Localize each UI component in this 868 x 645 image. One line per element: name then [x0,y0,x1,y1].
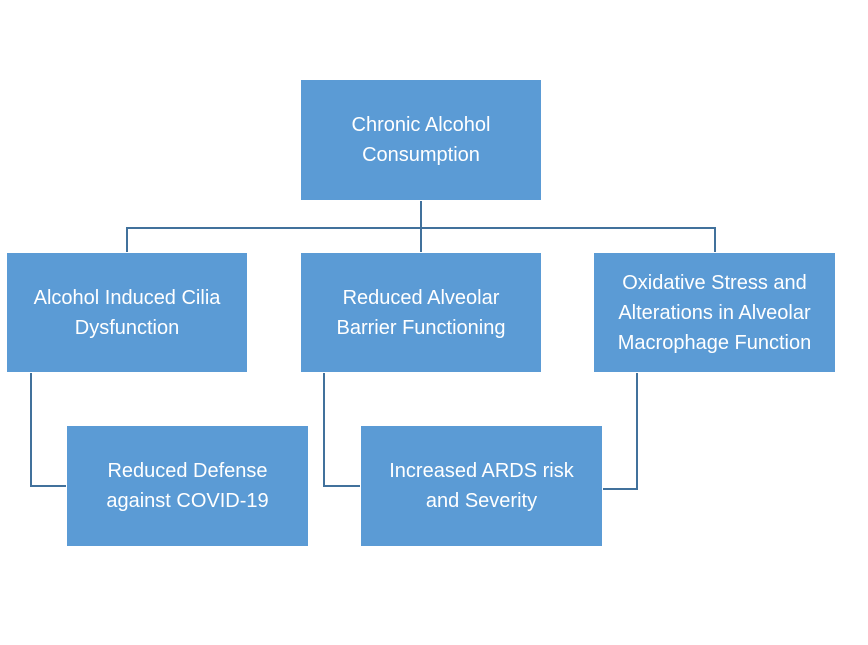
node-label: Oxidative Stress and Alterations in Alve… [617,271,812,354]
node-label: Reduced Defense against COVID-19 [106,460,269,512]
node-chronic-alcohol-consumption: Chronic Alcohol Consumption [300,79,542,201]
connector-root-to-oxidative [421,227,716,252]
node-label: Alcohol Induced Cilia Dysfunction [33,286,221,339]
node-reduced-defense-against-covid19: Reduced Defense against COVID-19 [66,425,309,547]
node-alcohol-induced-cilia-dysfunction: Alcohol Induced Cilia Dysfunction [6,252,248,373]
connector-barrier-to-ards [323,373,360,487]
connector-root-to-cilia [126,201,422,252]
connector-cilia-to-defense [30,373,66,487]
connector-oxidative-to-ards [603,373,638,490]
node-label: Increased ARDS risk and Severity [389,460,574,512]
node-label: Chronic Alcohol Consumption [351,114,491,166]
node-label: Reduced Alveolar Barrier Functioning [336,286,506,339]
node-oxidative-stress-macrophage-function: Oxidative Stress and Alterations in Alve… [593,252,836,373]
node-increased-ards-risk-and-severity: Increased ARDS risk and Severity [360,425,603,547]
node-reduced-alveolar-barrier-functioning: Reduced Alveolar Barrier Functioning [300,252,542,373]
